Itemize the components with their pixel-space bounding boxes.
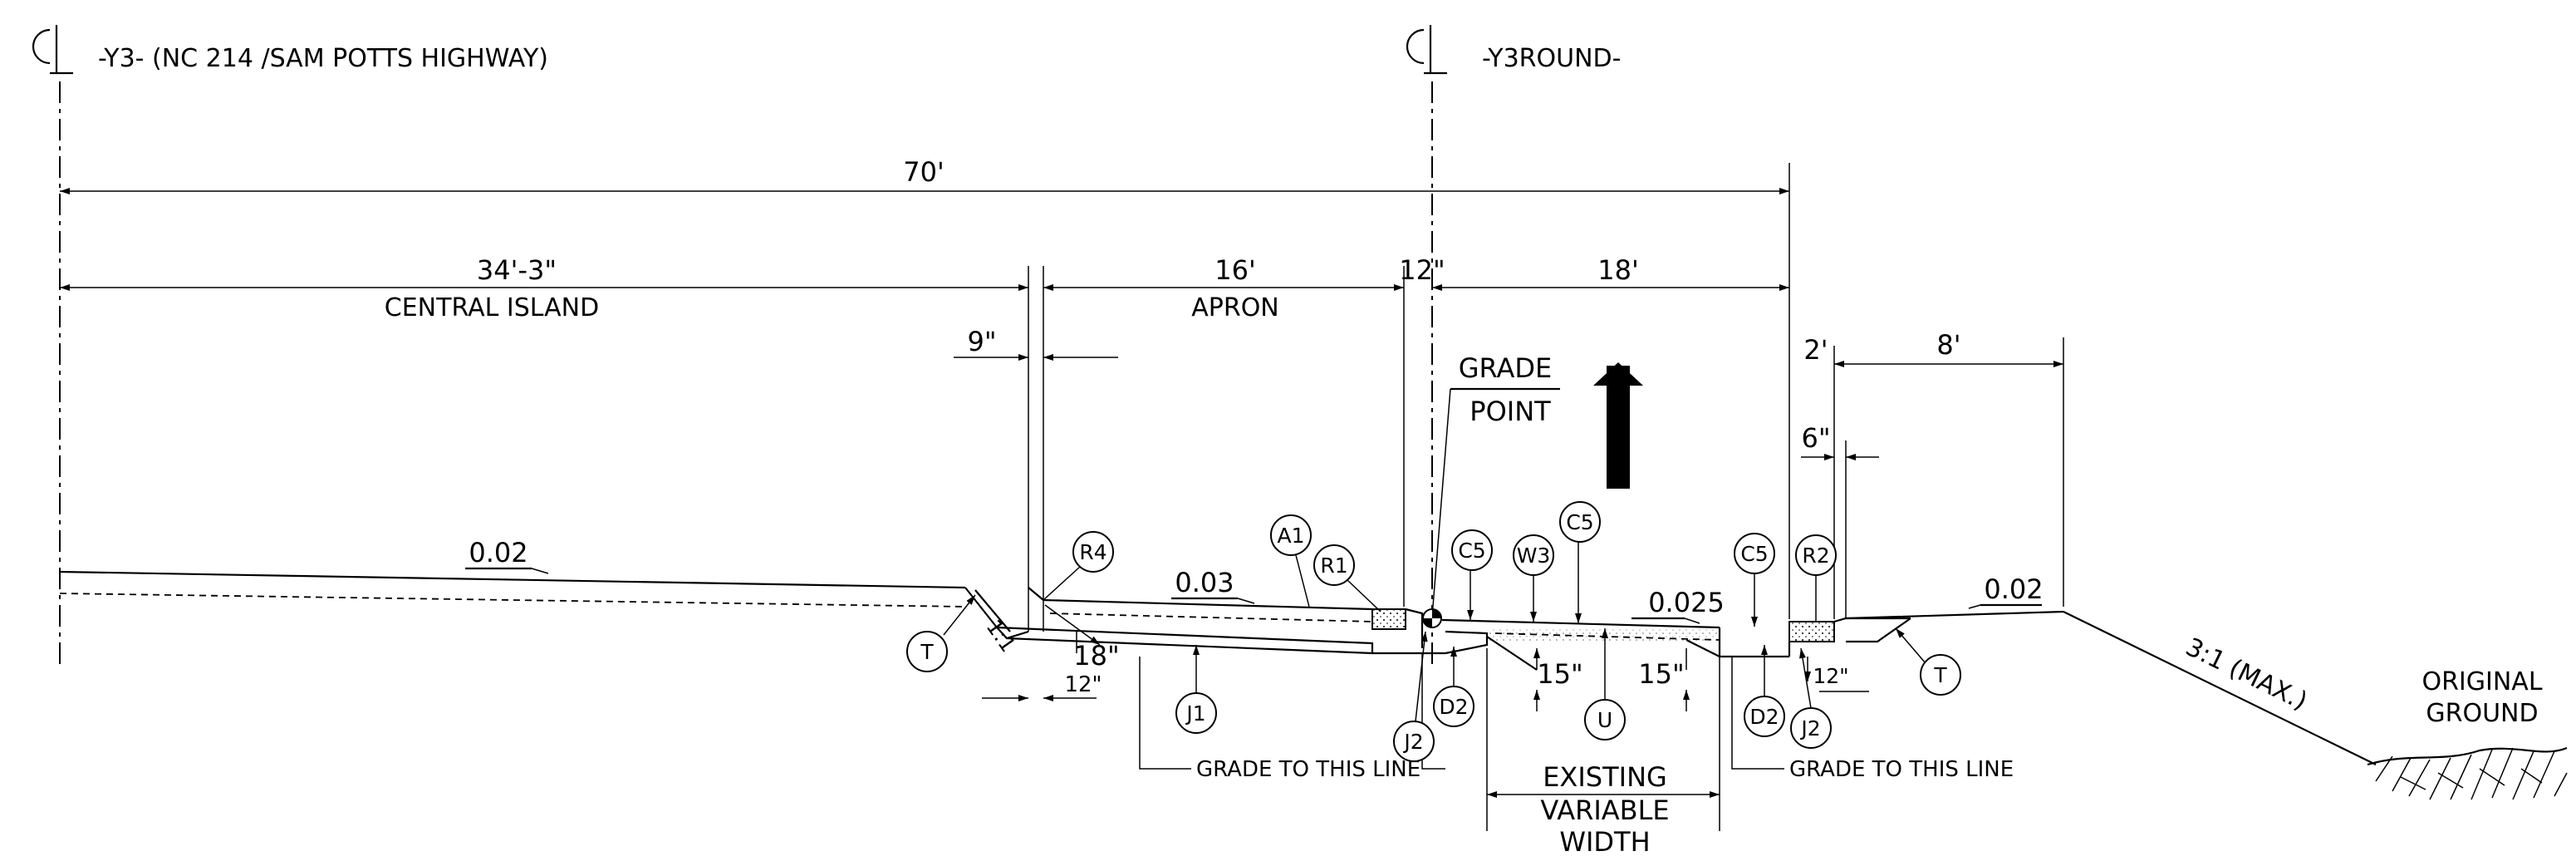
slope-side-value: 3:1 (MAX.) xyxy=(2181,632,2312,716)
dim-eight-foot-value: 8' xyxy=(1936,329,1960,361)
grade-point-line1: GRADE xyxy=(1459,352,1552,384)
grade-line-right-label: GRADE TO THIS LINE xyxy=(1789,757,2014,782)
dim-overall-value: 70' xyxy=(903,156,945,188)
dim-six-inch: 6" xyxy=(1801,422,1879,460)
dim-two-foot: 2' xyxy=(1803,334,1828,366)
callout-r1: R1 xyxy=(1313,544,1381,613)
callout-t-left: T xyxy=(906,594,976,672)
callout-c5-b-text: C5 xyxy=(1566,510,1593,534)
grade-line-left-label: GRADE TO THIS LINE xyxy=(1196,757,1420,782)
centerline-y3round: -Y3ROUND- xyxy=(1406,25,1621,669)
slope-island-value: 0.02 xyxy=(469,537,527,568)
dim-apron: 16' APRON xyxy=(1043,254,1404,322)
dim-fifteen-inch-left-value: 15" xyxy=(1537,658,1582,690)
dim-central-island-value: 34'-3" xyxy=(477,254,557,286)
dim-central-island: 34'-3" CENTRAL ISLAND xyxy=(60,254,1028,322)
slope-lane: 0.025 xyxy=(1631,587,1725,624)
callout-c5-a-text: C5 xyxy=(1458,539,1485,563)
slope-lane-value: 0.025 xyxy=(1648,587,1725,618)
original-ground-hatch-icon xyxy=(2367,746,2568,800)
centerline-y3: -Y3- (NC 214 /SAM POTTS HIGHWAY) xyxy=(32,25,548,669)
dim-apron-value: 16' xyxy=(1214,254,1256,286)
callout-r4: R4 xyxy=(1043,531,1114,601)
callout-a1: A1 xyxy=(1270,514,1312,608)
dim-twelve-inch-value: 12" xyxy=(1399,254,1445,286)
dim-eight-foot: 8' xyxy=(1834,329,2063,367)
dim-nine-inch-value: 9" xyxy=(967,326,996,357)
callout-j2-b-text: J2 xyxy=(1799,716,1820,740)
dim-eighteen-inch-value: 18" xyxy=(1073,640,1119,672)
callout-c5-b: C5 xyxy=(1559,501,1601,623)
direction-arrow-icon xyxy=(1593,362,1643,386)
centerline-y3-label: -Y3- (NC 214 /SAM POTTS HIGHWAY) xyxy=(98,44,548,73)
callout-t-left-text: T xyxy=(920,640,934,664)
original-ground-line1: ORIGINAL xyxy=(2421,667,2542,696)
dim-eighteen-inch: 18" xyxy=(1044,604,1120,672)
dim-twelve-inch-right-value: 12" xyxy=(1813,664,1848,688)
callout-d2-b: D2 xyxy=(1744,645,1785,737)
callout-c5-a: C5 xyxy=(1451,529,1493,620)
dim-two-foot-value: 2' xyxy=(1803,334,1828,366)
callout-c5-c-text: C5 xyxy=(1740,542,1768,566)
callout-r4-text: R4 xyxy=(1079,540,1106,564)
original-ground-line2: GROUND xyxy=(2426,699,2538,728)
dim-apron-label: APRON xyxy=(1191,293,1279,322)
existing-width-line1: EXISTING xyxy=(1543,761,1667,793)
callout-r1-text: R1 xyxy=(1320,554,1347,578)
dim-lane-value: 18' xyxy=(1597,254,1639,286)
callout-j1: J1 xyxy=(1175,645,1217,734)
centerline-y3round-label: -Y3ROUND- xyxy=(1482,44,1621,73)
callout-r2-text: R2 xyxy=(1802,544,1829,568)
dim-six-inch-value: 6" xyxy=(1801,422,1830,454)
slope-one-to-one: 1:1 xyxy=(982,615,1021,657)
callout-t-right: T xyxy=(1895,627,1961,696)
callout-d2-b-text: D2 xyxy=(1749,705,1779,729)
callout-d2-a-text: D2 xyxy=(1439,695,1468,719)
callout-u-text: U xyxy=(1597,708,1612,732)
slope-shoulder-value: 0.02 xyxy=(1984,573,2043,605)
grade-point-line2: POINT xyxy=(1470,396,1551,427)
dim-twelve-inch-left-value: 12" xyxy=(1064,672,1102,697)
slope-apron: 0.03 xyxy=(1171,567,1255,604)
callout-t-right-text: T xyxy=(1933,663,1947,687)
cross-section xyxy=(59,570,2568,831)
callout-c5-c: C5 xyxy=(1734,533,1775,627)
callout-j2-a-text: J2 xyxy=(1402,730,1423,754)
dim-lane: 18' xyxy=(1432,254,1789,291)
centerline-symbol-icon xyxy=(1406,25,1447,75)
slope-island: 0.02 xyxy=(465,537,549,574)
direction-arrow-shaft xyxy=(1595,366,1630,489)
callout-j2-b: J2 xyxy=(1790,647,1832,749)
dim-overall: 70' xyxy=(60,156,1789,194)
callout-a1-text: A1 xyxy=(1277,524,1304,548)
callout-u: U xyxy=(1584,628,1626,740)
callout-j1-text: J1 xyxy=(1185,701,1205,726)
dim-nine-inch: 9" xyxy=(954,326,1118,361)
slope-shoulder: 0.02 xyxy=(1968,573,2044,609)
dim-fifteen-inch-left: 15" xyxy=(1533,648,1583,711)
dim-fifteen-inch-right: 15" xyxy=(1638,648,1690,711)
existing-width-line2: VARIABLE xyxy=(1540,795,1669,826)
grade-point: GRADE POINT xyxy=(1431,352,1560,617)
callout-d2-a: D2 xyxy=(1433,647,1474,727)
dim-fifteen-inch-right-value: 15" xyxy=(1638,658,1684,690)
callout-r2: R2 xyxy=(1795,534,1837,622)
existing-width-line3: WIDTH xyxy=(1559,826,1650,858)
callout-w3-text: W3 xyxy=(1517,544,1551,568)
dim-twelve-inch-right: 12" xyxy=(1804,657,1869,692)
dim-central-island-label: CENTRAL ISLAND xyxy=(385,293,599,322)
dim-twelve-inch: 12" xyxy=(1399,254,1445,286)
dim-twelve-inch-left: 12" xyxy=(982,672,1102,701)
callout-w3: W3 xyxy=(1513,534,1554,622)
slope-apron-value: 0.03 xyxy=(1175,567,1234,598)
centerline-symbol-icon xyxy=(32,25,73,75)
callout-j2-a: J2 xyxy=(1393,631,1435,762)
